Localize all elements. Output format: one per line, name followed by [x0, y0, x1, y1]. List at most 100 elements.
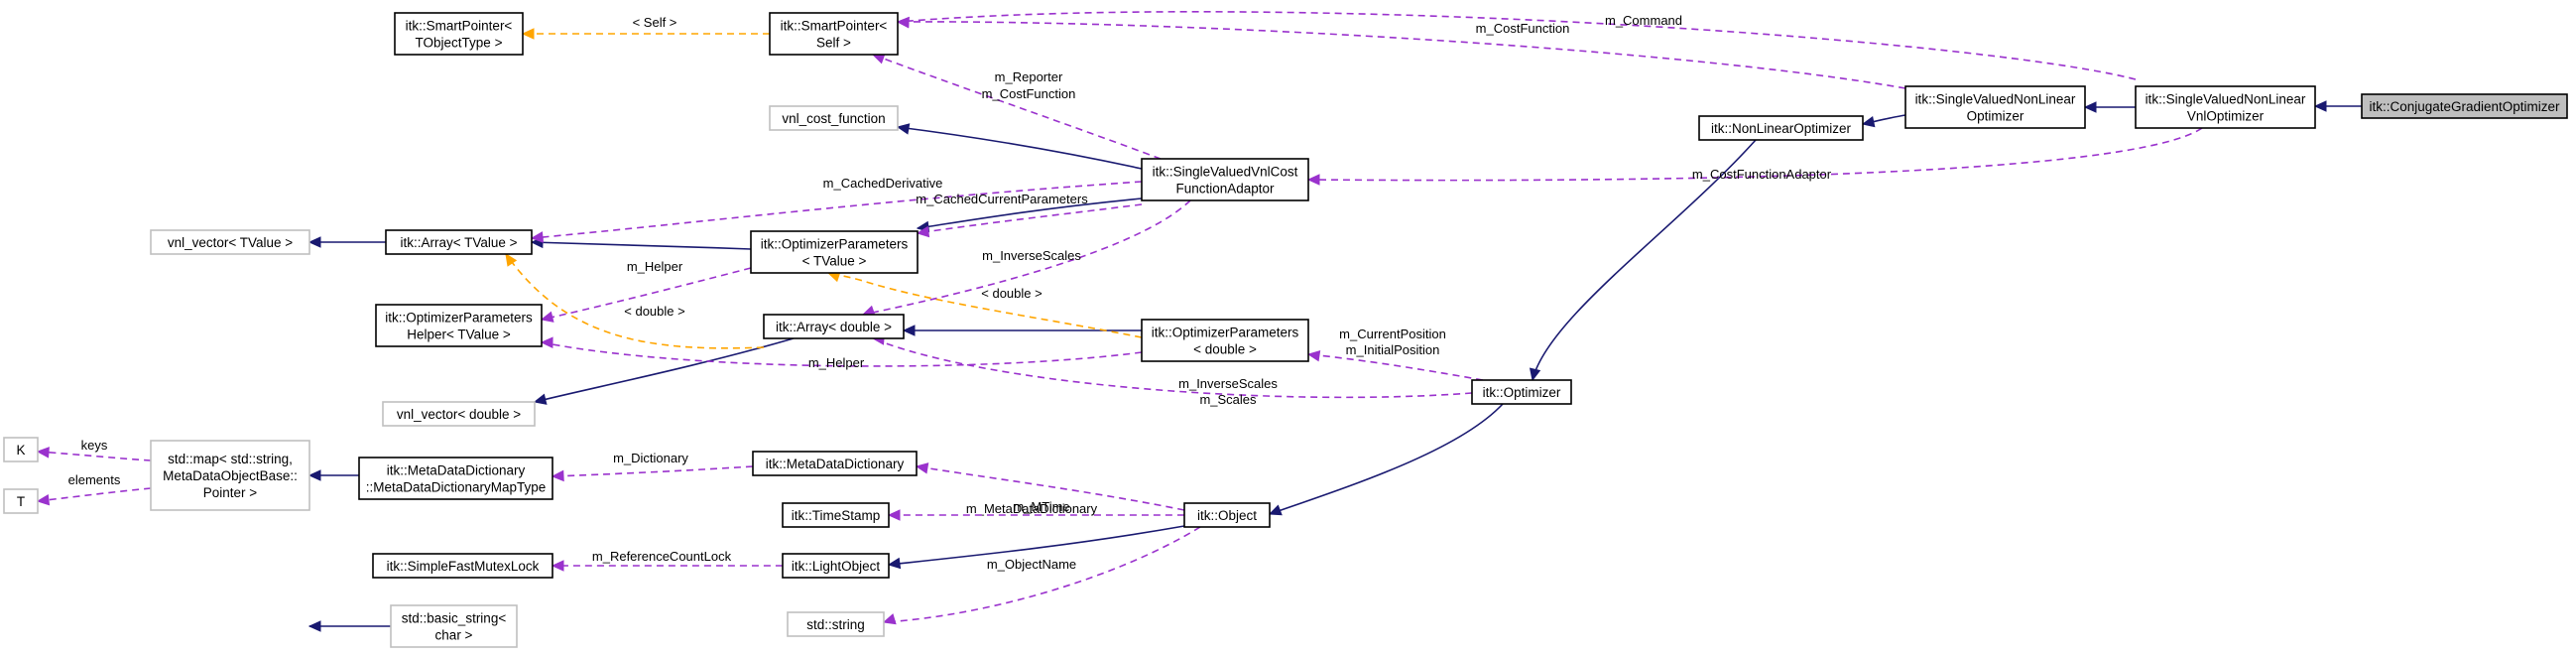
class-node-vnlvt[interactable]: vnl_vector< TValue > [150, 229, 310, 255]
class-node-mdd[interactable]: itk::MetaDataDictionary [752, 451, 918, 476]
edge-line [552, 465, 754, 477]
edge-e29: m_Dictionary [551, 451, 754, 482]
class-node-obj[interactable]: itk::Object [1183, 502, 1271, 528]
edge-label: m_InitialPosition [1346, 342, 1440, 357]
class-node-sps[interactable]: itk::SmartPointer<Self > [769, 12, 899, 56]
edge-line [1307, 353, 1484, 381]
node-box [150, 229, 310, 255]
edge-e23: m_CachedCurrentParameters [916, 192, 1143, 238]
edge-e24: m_InverseScales [861, 199, 1191, 317]
arrow-head-icon [915, 462, 929, 474]
class-node-opt[interactable]: itk::Optimizer [1471, 379, 1572, 405]
node-box [769, 105, 899, 131]
node-label: ::MetaDataDictionaryMapType [366, 480, 547, 495]
arrow-head-icon [307, 236, 321, 248]
arrow-head-icon [540, 311, 554, 323]
node-label: itk::SingleValuedVnlCost [1153, 165, 1298, 180]
node-label: char > [435, 628, 473, 643]
arrow-head-icon [551, 469, 564, 482]
node-label: itk::SimpleFastMutexLock [387, 559, 540, 574]
edge-line [37, 487, 152, 502]
edge-label: m_Helper [808, 355, 865, 370]
class-node-opd[interactable]: itk::OptimizerParameters< double > [1141, 319, 1309, 362]
edge-label: < double > [624, 304, 684, 319]
node-label: itk::ConjugateGradientOptimizer [2369, 99, 2560, 114]
node-label: MetaDataObjectBase:: [163, 468, 298, 483]
edge-label: m_Command [1605, 13, 1682, 28]
class-node-stdmap[interactable]: std::map< std::string,MetaDataObjectBase… [150, 440, 310, 511]
node-label: itk::OptimizerParameters [385, 311, 533, 326]
class-node-vcf[interactable]: vnl_cost_function [769, 105, 899, 131]
class-node-cgo[interactable]: itk::ConjugateGradientOptimizer [2361, 93, 2568, 119]
class-node-lobj[interactable]: itk::LightObject [782, 553, 890, 579]
arrow-head-icon [530, 231, 544, 243]
node-box [385, 229, 533, 255]
edge-e15: < Self > [521, 15, 770, 40]
node-label: std::string [806, 617, 865, 632]
node-label: FunctionAdaptor [1175, 182, 1275, 197]
edge-e2 [2083, 101, 2136, 113]
node-label: itk::SmartPointer< [406, 19, 513, 34]
edge-e16: < double > [826, 271, 1143, 338]
edge-e8 [307, 620, 391, 632]
edge-line [1269, 403, 1504, 515]
node-label: itk::Array< double > [776, 320, 892, 334]
node-box [782, 553, 890, 579]
edge-label: m_CostFunctionAdaptor [1692, 167, 1832, 182]
class-node-vnlvd[interactable]: vnl_vector< double > [382, 401, 536, 427]
node-box [750, 230, 919, 274]
edges-layer: < Self > < double > < double > m_CostFuncti… [36, 11, 2362, 632]
arrow-head-icon [1529, 367, 1541, 382]
edge-label: m_InverseScales [982, 248, 1081, 263]
node-label: vnl_cost_function [782, 111, 885, 126]
edge-line [917, 203, 1143, 234]
node-box [1698, 115, 1864, 141]
node-label: itk::SmartPointer< [781, 19, 888, 34]
edge-e22: m_CachedDerivative [530, 176, 1143, 243]
edge-label: elements [68, 472, 121, 487]
edge-label: m_CurrentPosition [1339, 327, 1446, 341]
class-node-spt[interactable]: itk::SmartPointer<TObjectType > [394, 12, 524, 56]
class-node-arrt[interactable]: itk::Array< TValue > [385, 229, 533, 255]
class-node-mddmt[interactable]: itk::MetaDataDictionary::MetaDataDiction… [358, 457, 553, 500]
arrow-head-icon [540, 336, 553, 348]
arrow-head-icon [36, 447, 50, 459]
edge-e6 [887, 525, 1185, 570]
class-node-t[interactable]: T [3, 488, 39, 514]
class-node-opt_t[interactable]: itk::OptimizerParameters< TValue > [750, 230, 919, 274]
class-node-k[interactable]: K [3, 437, 39, 462]
class-node-sfml[interactable]: itk::SimpleFastMutexLock [372, 553, 553, 579]
class-node-stdstring[interactable]: std::string [787, 611, 885, 637]
node-label: itk::Array< TValue > [400, 235, 517, 250]
class-node-nlo[interactable]: itk::NonLinearOptimizer [1698, 115, 1864, 141]
class-node-ts[interactable]: itk::TimeStamp [782, 502, 890, 528]
arrow-head-icon [521, 28, 535, 40]
edge-e30: m_MetaDataDictionary [915, 462, 1185, 516]
node-label: itk::OptimizerParameters [1152, 326, 1299, 340]
arrow-head-icon [882, 613, 897, 625]
node-box [3, 488, 39, 514]
arrow-head-icon [2313, 100, 2327, 112]
class-node-arrd[interactable]: itk::Array< double > [763, 314, 905, 339]
edge-e9 [896, 123, 1143, 170]
node-label: < TValue > [802, 254, 867, 269]
edge-e33: m_ObjectName [882, 526, 1201, 625]
edge-label: m_CachedDerivative [823, 176, 943, 191]
arrow-head-icon [902, 325, 916, 336]
edge-line [534, 337, 795, 403]
edge-line [1307, 127, 2203, 182]
node-box [1904, 85, 2086, 129]
node-label: T [17, 494, 25, 509]
edge-e34: keys [36, 438, 152, 461]
node-box [2135, 85, 2316, 129]
edge-line [1532, 139, 1757, 381]
node-box [1183, 502, 1271, 528]
edge-e26: m_Helper [540, 336, 1143, 370]
class-node-basicstr[interactable]: std::basic_string<char > [390, 604, 518, 648]
